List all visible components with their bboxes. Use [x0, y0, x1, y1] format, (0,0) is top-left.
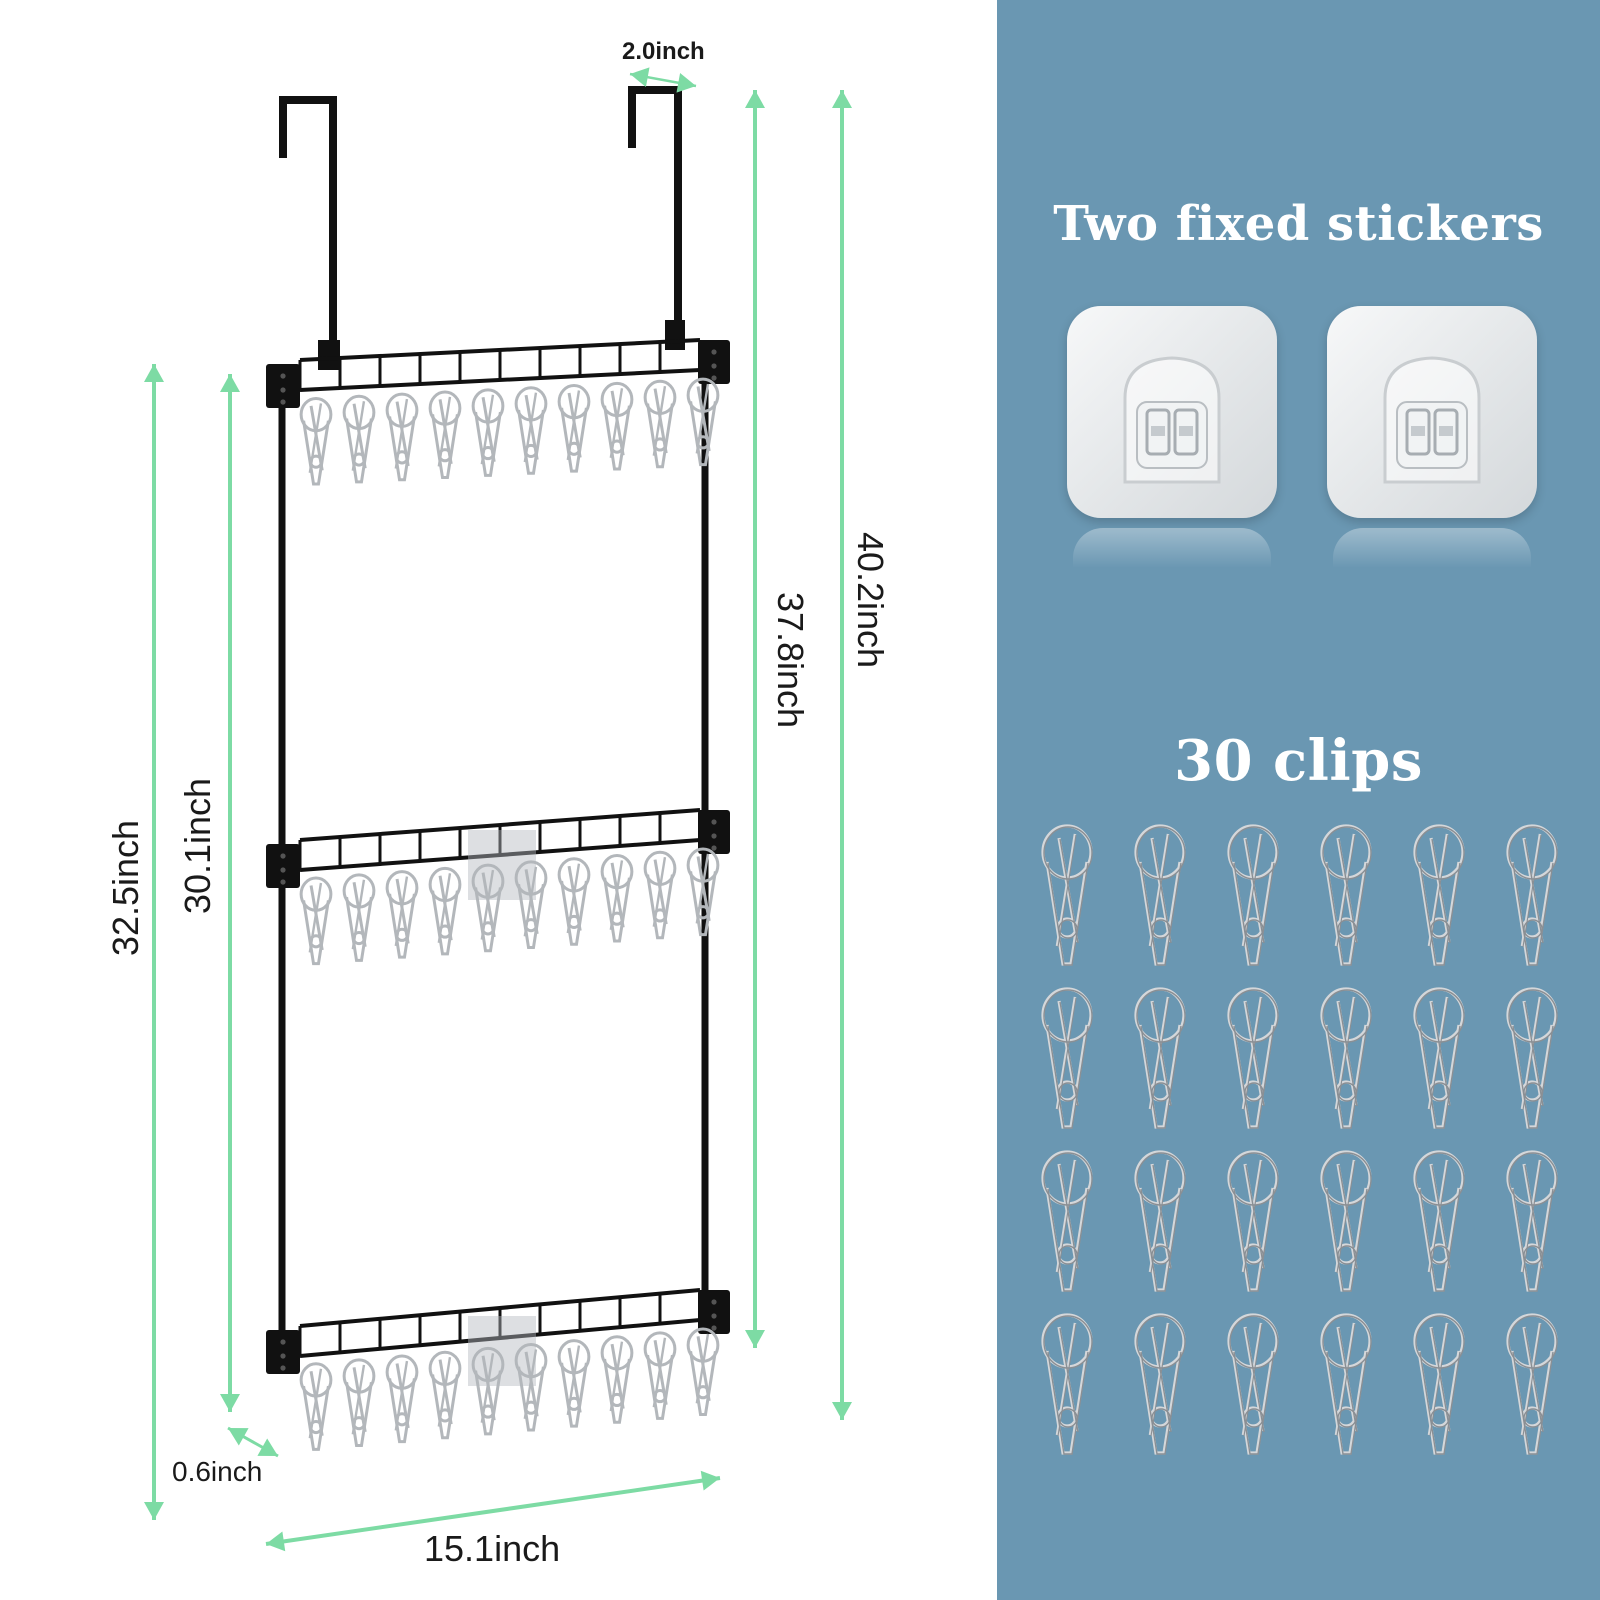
end-bracket: [698, 340, 730, 384]
hanging-clip: [299, 1362, 333, 1451]
hook-bracket: [665, 320, 685, 350]
binder-clip-icon: [1399, 985, 1479, 1143]
hanging-clip: [514, 860, 548, 949]
binder-clip-icon: [1213, 985, 1293, 1143]
hanging-clip: [557, 857, 591, 946]
height-rack-body-label: 30.1inch: [177, 777, 218, 915]
end-bracket: [266, 1330, 300, 1374]
binder-clip-icon: [1027, 822, 1107, 980]
end-bracket: [698, 1290, 730, 1334]
binder-clip-icon: [1120, 985, 1200, 1143]
height-overall-arrow: [832, 90, 852, 1420]
end-bracket: [698, 810, 730, 854]
sticker-hook-icon: [1383, 356, 1481, 484]
hanging-clip: [600, 1335, 634, 1424]
hanging-clip: [686, 847, 720, 937]
hanging-clip: [514, 1342, 548, 1432]
hanging-clip: [686, 1327, 720, 1417]
shelf-bar: [266, 338, 730, 408]
hanging-clip: [428, 1350, 462, 1440]
binder-clip-icon: [1306, 1311, 1386, 1469]
hanging-clip: [643, 379, 677, 469]
binder-clip-icon: [1492, 985, 1572, 1143]
binder-clip-icon: [1492, 1148, 1572, 1306]
binder-clip-icon: [1213, 822, 1293, 980]
shelf-bar: [266, 808, 730, 900]
adhesive-sticker: [1067, 306, 1277, 568]
hanging-clip: [342, 873, 376, 962]
binder-clip-icon: [1213, 1148, 1293, 1306]
height-hook-to-bottom-arrow: [745, 90, 765, 1348]
binder-clip-icon: [1120, 822, 1200, 980]
adhesive-sticker: [1327, 306, 1537, 568]
hanging-clip: [686, 377, 720, 467]
hanging-clip: [299, 876, 333, 966]
height-overall-label: 40.2inch: [850, 531, 891, 669]
hanging-clip: [342, 1358, 376, 1447]
binder-clip-icon: [1306, 985, 1386, 1143]
hanging-clip: [385, 870, 419, 959]
left-door-hook: [279, 96, 337, 345]
shelf-bar: [266, 1288, 730, 1386]
hanging-clip: [557, 1339, 591, 1428]
rack-drawing: [144, 67, 852, 1552]
hook-depth-label: 2.0inch: [622, 38, 705, 65]
width-arrow: [265, 1470, 721, 1552]
height-rack-body-arrow: [220, 374, 240, 1412]
binder-clip-icon: [1027, 1311, 1107, 1469]
accessories-panel: Two fixed stickers 30 clips: [997, 0, 1600, 1600]
bar-depth-label: 0.6inch: [172, 1456, 263, 1487]
hanging-clip: [643, 850, 677, 940]
binder-clip-icon: [1399, 822, 1479, 980]
hanging-clip: [471, 1346, 505, 1436]
end-bracket: [266, 364, 300, 408]
hook-depth-arrow: [629, 67, 697, 93]
hanging-clip: [557, 384, 591, 473]
width-label: 15.1inch: [424, 1528, 561, 1569]
height-hook-to-bottom-label: 37.8inch: [770, 591, 811, 729]
hanging-clip: [299, 396, 333, 486]
height-rack-with-clips-label: 32.5inch: [105, 819, 146, 957]
right-door-hook: [628, 86, 682, 345]
hanging-clip: [600, 381, 634, 471]
hook-bracket: [318, 340, 340, 370]
stickers-title: Two fixed stickers: [1053, 196, 1544, 252]
hanging-clip: [600, 853, 634, 943]
binder-clip-icon: [1213, 1311, 1293, 1469]
binder-clip-icon: [1399, 1148, 1479, 1306]
binder-clip-icon: [1492, 1311, 1572, 1469]
sticker-hook-icon: [1123, 356, 1221, 484]
binder-clip-icon: [1306, 1148, 1386, 1306]
end-bracket: [266, 844, 300, 888]
hanging-clip: [385, 1354, 419, 1444]
hanging-clip: [471, 863, 505, 953]
binder-clip-icon: [1399, 1311, 1479, 1469]
clips-title: 30 clips: [1174, 728, 1423, 794]
hanging-clip: [643, 1331, 677, 1420]
hanging-clip: [428, 866, 462, 956]
binder-clip-icon: [1306, 822, 1386, 980]
binder-clip-icon: [1492, 822, 1572, 980]
bar-depth-arrow: [227, 1426, 279, 1458]
hanging-clip: [428, 390, 462, 480]
binder-clip-icon: [1120, 1311, 1200, 1469]
height-rack-with-clips-arrow: [144, 364, 164, 1520]
hanging-clip: [385, 392, 419, 482]
hanging-clip: [342, 394, 376, 484]
hanging-clip: [471, 388, 505, 477]
binder-clip-icon: [1027, 1148, 1107, 1306]
clip-grid: [1027, 822, 1587, 1472]
product-dimension-panel: 2.0inch 40.2inch 37.8inch 30.1inch 32.5i…: [105, 38, 891, 1569]
hanging-clip: [514, 386, 548, 475]
binder-clip-icon: [1120, 1148, 1200, 1306]
binder-clip-icon: [1027, 985, 1107, 1143]
